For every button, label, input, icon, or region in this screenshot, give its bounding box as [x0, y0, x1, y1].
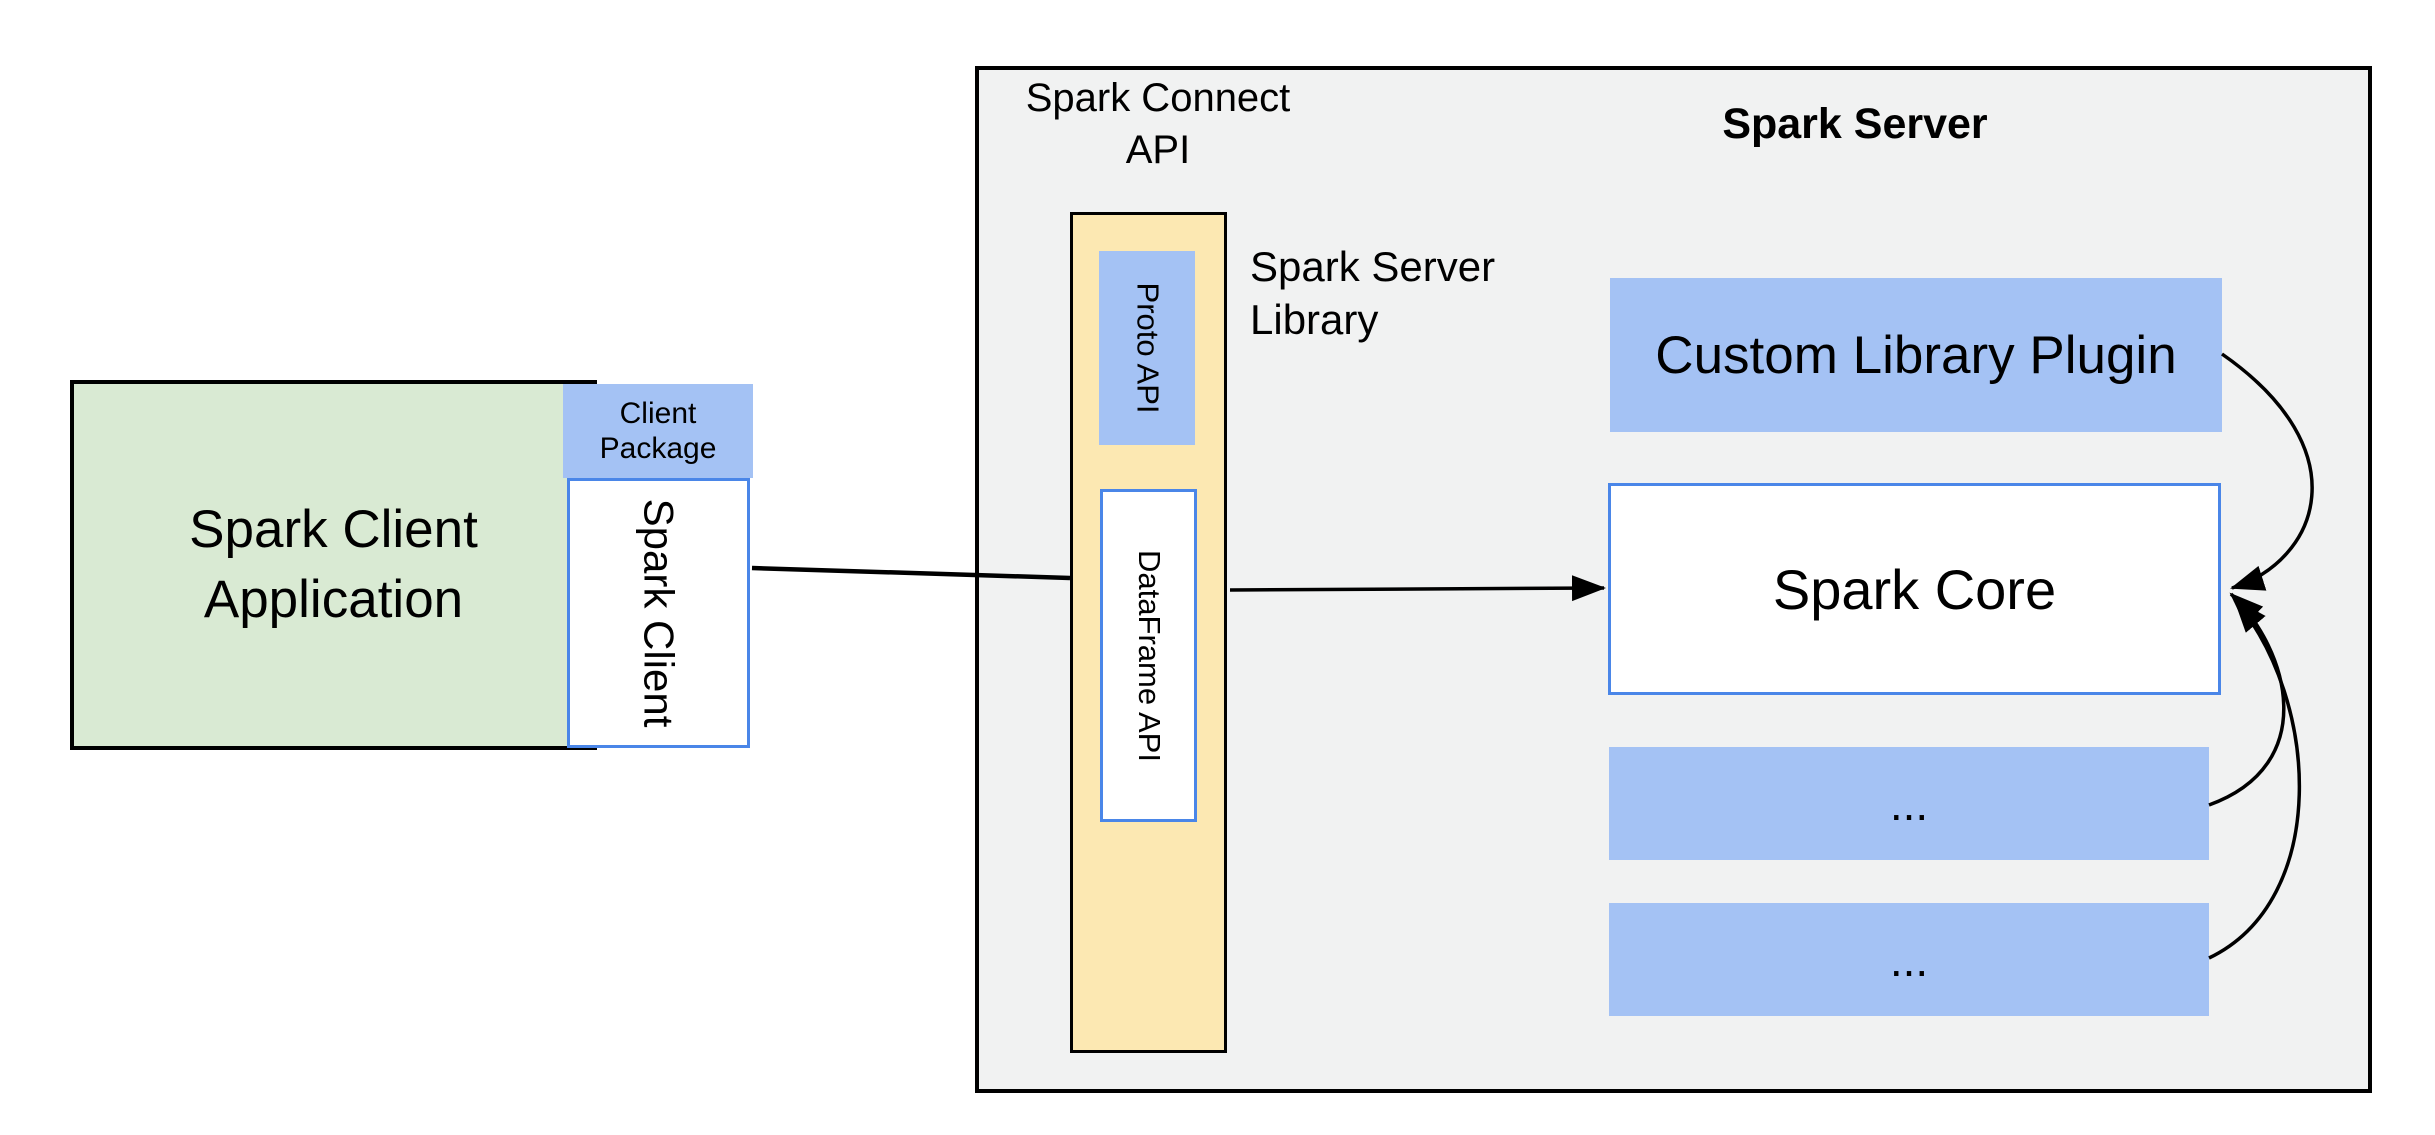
more-plugins-box-1: ... — [1609, 747, 2209, 860]
dataframe-api-label: DataFrame API — [1131, 549, 1167, 762]
spark-core-label: Spark Core — [1772, 557, 2057, 621]
custom-library-plugin-label: Custom Library Plugin — [1655, 325, 2177, 385]
more-plugins-label-2: ... — [1889, 933, 1929, 986]
more-plugins-label-1: ... — [1889, 777, 1929, 830]
spark-connect-api-title-line1: Spark Connect — [1025, 76, 1291, 120]
custom-library-plugin-box: Custom Library Plugin — [1610, 278, 2222, 432]
spark-client-application-box: Spark Client Application — [70, 380, 597, 750]
client-package-line2: Package — [599, 432, 717, 465]
spark-server-library-line2: Library — [1250, 296, 1379, 343]
spark-server-title: Spark Server — [1722, 100, 1988, 148]
proto-api-label: Proto API — [1130, 282, 1165, 414]
spark-client-application-label: Spark Client Application — [189, 495, 478, 635]
client-package-box: Client Package — [563, 384, 753, 478]
spark-core-box: Spark Core — [1608, 483, 2221, 695]
spark-client-application-line2: Application — [203, 570, 464, 629]
spark-connect-api-title: Spark Connect API — [958, 72, 1358, 176]
proto-api-box: Proto API — [1099, 251, 1195, 445]
client-package-label: Client Package — [600, 396, 717, 466]
dataframe-api-box: DataFrame API — [1100, 489, 1197, 822]
spark-client-label: Spark Client — [635, 498, 683, 728]
spark-server-library-line1: Spark Server — [1250, 243, 1496, 290]
client-package-line1: Client — [619, 397, 697, 430]
spark-client-box: Spark Client — [567, 478, 750, 748]
spark-server-library-label: Spark Server Library — [1250, 240, 1580, 346]
more-plugins-box-2: ... — [1609, 903, 2209, 1016]
spark-connect-api-title-line2: API — [1125, 128, 1191, 172]
spark-client-application-line1: Spark Client — [189, 500, 478, 559]
